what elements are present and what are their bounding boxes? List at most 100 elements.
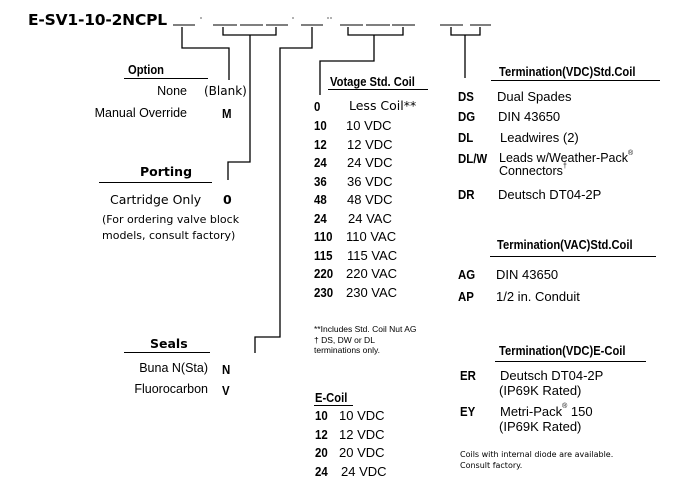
term-vdc-std-rule: [491, 80, 660, 81]
voltage-rule: [328, 89, 428, 90]
termination-bracket: [450, 27, 481, 36]
seals-label: Fluorocarbon: [134, 382, 208, 396]
e-coil-label: 12 VDC: [339, 427, 385, 442]
voltage-footnote: terminations only.: [314, 345, 380, 355]
registered-mark: ®: [628, 150, 634, 157]
porting-note: (For ordering valve block: [102, 213, 240, 226]
term-label-text: Leads w/Weather-Pack: [499, 151, 628, 165]
voltage-label: 48 VDC: [347, 192, 393, 207]
term-label: Connectors†: [499, 163, 567, 178]
seals-label: Buna N(Sta): [139, 361, 208, 375]
term-vac-std-rule: [490, 256, 656, 257]
voltage-label: 24 VDC: [347, 155, 393, 170]
term-code: DS: [458, 89, 474, 104]
voltage-label: 10 VDC: [346, 118, 392, 133]
term-label: Dual Spades: [497, 89, 572, 104]
term-label: (IP69K Rated): [499, 383, 582, 398]
option-label: Manual Override: [94, 106, 187, 120]
voltage-code: 24: [314, 211, 327, 226]
voltage-label: 220 VAC: [346, 266, 398, 281]
term-code: DL: [458, 130, 474, 145]
model-prefix: E-SV1-10-2NCPL: [28, 11, 167, 29]
voltage-bracket: [347, 27, 404, 36]
term-label: Deutsch DT04-2P: [498, 187, 602, 202]
voltage-code: 36: [314, 174, 327, 189]
option-rule: [124, 78, 208, 79]
voltage-label: 36 VDC: [347, 174, 393, 189]
voltage-label: 24 VAC: [348, 211, 392, 226]
voltage-code: 12: [314, 137, 327, 152]
porting-code: 0: [223, 192, 232, 207]
term-label: DIN 43650: [498, 109, 561, 124]
e-coil-code: 20: [315, 445, 328, 460]
voltage-label: 12 VDC: [347, 137, 393, 152]
term-label: (IP69K Rated): [499, 419, 582, 434]
voltage-connector: [319, 35, 375, 95]
option-code: (Blank): [204, 84, 247, 98]
term-code: DR: [458, 187, 475, 202]
option-title: Option: [128, 62, 165, 77]
term-label: Leadwires (2): [500, 130, 579, 145]
e-coil-label: 10 VDC: [339, 408, 385, 423]
voltage-footnote: **Includes Std. Coil Nut AG: [314, 324, 417, 334]
seals-connector: [254, 27, 313, 353]
term-code: ER: [460, 368, 476, 383]
e-coil-title: E-Coil: [315, 390, 348, 405]
voltage-label: Less Coil**: [349, 98, 417, 113]
voltage-code: 220: [314, 266, 334, 281]
term-code: AP: [458, 289, 474, 304]
porting-note: models, consult factory): [102, 229, 236, 242]
dagger-mark: †: [562, 163, 567, 170]
term-label-text: Connectors: [499, 164, 563, 178]
porting-label: Cartridge Only: [110, 192, 202, 207]
e-coil-rule: [314, 405, 353, 406]
voltage-code: 110: [314, 229, 333, 244]
e-coil-code: 24: [315, 464, 328, 479]
term-label: Deutsch DT04-2P: [500, 368, 604, 383]
term-label: Leads w/Weather-Pack®: [499, 150, 634, 165]
voltage-footnote: † DS, DW or DL: [314, 335, 375, 345]
seals-title: Seals: [150, 336, 188, 351]
voltage-label: 110 VAC: [346, 229, 397, 244]
term-label-text: 150: [567, 404, 593, 419]
voltage-code: 0: [314, 99, 321, 114]
voltage-label: 230 VAC: [346, 285, 398, 300]
term-code: DL/W: [458, 151, 488, 166]
e-coil-label: 20 VDC: [339, 445, 385, 460]
seals-rule: [124, 352, 210, 353]
voltage-code: 230: [314, 285, 334, 300]
term-label-text: Metri-Pack: [500, 404, 563, 419]
seals-code: V: [222, 383, 230, 398]
term-vdc-ecoil-title: Termination(VDC)E-Coil: [499, 343, 626, 358]
option-label: None: [157, 84, 187, 98]
porting-rule: [99, 182, 212, 183]
e-coil-code: 12: [315, 427, 328, 442]
term-label: DIN 43650: [496, 267, 559, 282]
voltage-code: 115: [314, 248, 333, 263]
term-code: DG: [458, 109, 476, 124]
term-label: 1/2 in. Conduit: [496, 289, 580, 304]
e-coil-label: 24 VDC: [341, 464, 387, 479]
term-vdc-std-title: Termination(VDC)Std.Coil: [499, 64, 636, 79]
term-vac-std-title: Termination(VAC)Std.Coil: [497, 237, 633, 252]
option-connector: [181, 27, 230, 80]
voltage-title: Votage Std. Coil: [330, 74, 415, 89]
term-vdc-ecoil-rule: [495, 361, 646, 362]
term-code: EY: [460, 404, 476, 419]
diode-note: Consult factory.: [460, 461, 523, 470]
e-coil-code: 10: [315, 408, 328, 423]
voltage-code: 48: [314, 192, 327, 207]
option-code: M: [222, 106, 232, 121]
porting-bracket: [222, 27, 277, 36]
voltage-label: 115 VAC: [347, 248, 398, 263]
registered-mark: ®: [562, 403, 568, 410]
voltage-code: 24: [314, 155, 327, 170]
seals-code: N: [222, 362, 231, 377]
diode-note: Coils with internal diode are available.: [460, 450, 614, 459]
term-code: AG: [458, 267, 476, 282]
voltage-code: 10: [314, 118, 327, 133]
porting-connector: [227, 150, 251, 180]
porting-title: Porting: [140, 164, 193, 179]
term-label: Metri-Pack® 150: [500, 403, 593, 419]
